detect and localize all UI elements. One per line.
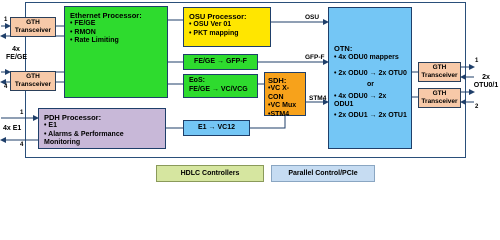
osu-item: • OSU Ver 01 xyxy=(189,21,232,28)
gth-transceiver-right-top: GTH Transceiver xyxy=(418,62,461,82)
pdh-item: • E1 xyxy=(44,122,57,129)
otn-block: OTN: • 4x ODU0 mappers • 2x ODU0 → 2x OT… xyxy=(328,7,412,149)
sdh-item: •STM4 xyxy=(268,110,290,118)
eos-block: EoS: FE/GE → VC/VCG xyxy=(183,74,258,98)
otn-title: OTN: xyxy=(334,44,353,53)
pdh-item: • Alarms & Performance Monitoring xyxy=(44,130,124,147)
otn-or: or xyxy=(367,81,374,88)
pdh-processor-title: PDH Processor: xyxy=(44,113,102,122)
ethernet-item: • FE/GE xyxy=(70,20,96,27)
pdh-processor-list: • E1 • Alarms & Performance Monitoring xyxy=(44,122,160,148)
otn-item: • 4x ODU0 → 2x ODU1 xyxy=(334,92,387,109)
ethernet-processor-title: Ethernet Processor: xyxy=(70,11,142,20)
e1-port-label: 4x E1 xyxy=(3,125,22,132)
port-count-1-e1: 1 xyxy=(20,110,24,116)
ethernet-processor-list: • FE/GE • RMON • Rate Limiting xyxy=(70,20,162,46)
osu-processor-title: OSU Processor: xyxy=(189,12,247,21)
gth-transceiver-right-bottom: GTH Transceiver xyxy=(418,88,461,108)
port-count-4-top: 4 xyxy=(4,84,8,90)
eos-title: EoS: xyxy=(189,77,205,84)
ethernet-processor-block: Ethernet Processor: • FE/GE • RMON • Rat… xyxy=(64,6,168,98)
ethernet-item: • Rate Limiting xyxy=(70,37,119,44)
e1-vc12-block: E1 → VC12 xyxy=(183,120,250,136)
sdh-item: •VC Mux xyxy=(268,102,297,109)
port-count-4-e1: 4 xyxy=(20,142,24,148)
sdh-title: SDH: xyxy=(268,76,287,85)
fe-ge-port-label: 4x FE/GE xyxy=(6,46,28,61)
gth-transceiver-left-top: GTH Transceiver xyxy=(10,17,56,37)
gth-transceiver-left-bottom: GTH Transceiver xyxy=(10,71,56,91)
osu-link-label: OSU xyxy=(305,14,320,21)
stm4-link-label: STM4 xyxy=(309,95,327,102)
osu-processor-block: OSU Processor: • OSU Ver 01 • PKT mappin… xyxy=(183,7,271,47)
sdh-block: SDH: •VC X-CON •VC Mux •STM4 xyxy=(264,72,306,119)
osu-item: • PKT mapping xyxy=(189,29,239,37)
otn-item: • 4x ODU0 mappers xyxy=(334,54,399,61)
parallel-control-block: Parallel Control/PCIe xyxy=(271,165,375,182)
port-count-1-top: 1 xyxy=(4,17,8,23)
hdlc-controllers-block: HDLC Controllers xyxy=(156,165,264,182)
ethernet-item: • RMON xyxy=(70,28,96,36)
otu-port-label: 2x OTU0/1 xyxy=(473,74,499,89)
eos-mapping: FE/GE → VC/VCG xyxy=(189,85,248,93)
osu-processor-list: • OSU Ver 01 • PKT mapping xyxy=(189,21,265,38)
port-count-1-otu: 1 xyxy=(475,58,479,64)
gfp-mapping-block: FE/GE → GFP-F xyxy=(183,54,258,70)
gfp-link-label: GFP-F xyxy=(305,54,325,61)
connection-lines xyxy=(0,19,475,143)
otn-item: • 2x ODU0 → 2x OTU0 xyxy=(334,69,407,77)
otn-item: • 2x ODU1 → 2x OTU1 xyxy=(334,111,407,119)
port-count-2-otu: 2 xyxy=(475,104,479,110)
sdh-list: •VC X-CON •VC Mux •STM4 xyxy=(268,85,302,119)
sdh-item: •VC X-CON xyxy=(268,85,290,101)
pdh-processor-block: PDH Processor: • E1 • Alarms & Performan… xyxy=(38,108,166,149)
